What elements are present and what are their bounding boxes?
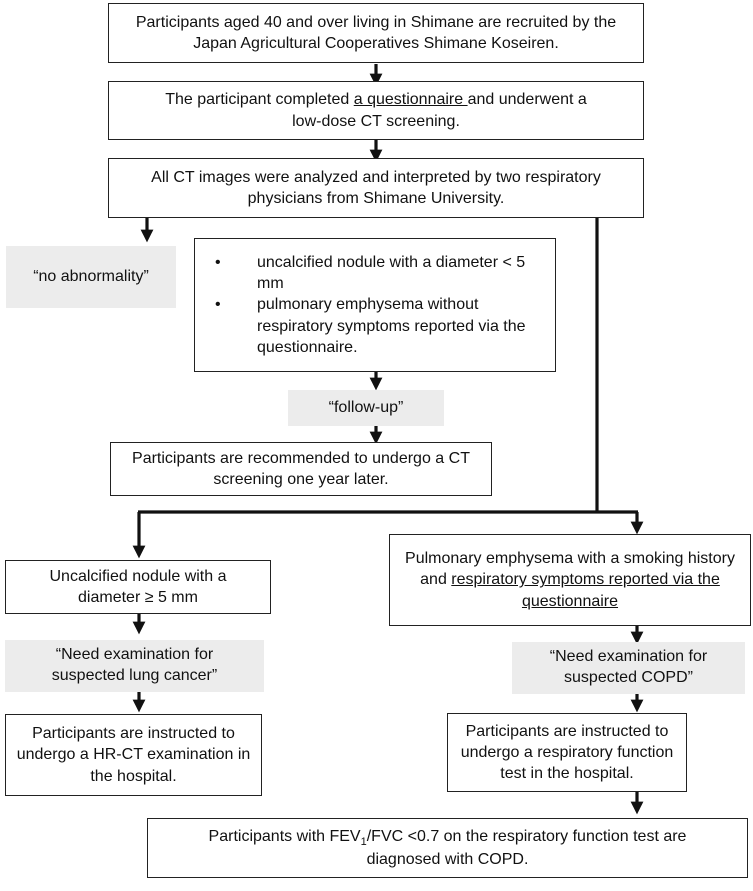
nodule-text: Uncalcified nodule with a diameter ≥ 5 m… <box>49 567 227 606</box>
questionnaire-link: a questionnaire <box>353 91 468 109</box>
copd-diagnosis-box: Participants with FEV1/FVC <0.7 on the r… <box>147 818 748 878</box>
resp-test-box: Participants are instructed to undergo a… <box>447 713 687 792</box>
finding-small-nodule: uncalcified nodule with a diameter < 5 m… <box>215 252 545 294</box>
lung-cancer-label: “Need examination for suspected lung can… <box>5 640 264 692</box>
resp-test-text: Participants are instructed to undergo a… <box>460 722 674 783</box>
recruit-text: Participants aged 40 and over living in … <box>135 13 617 52</box>
finding-emphysema-no-symptoms: pulmonary emphysema without respiratory … <box>215 294 545 357</box>
hrct-box: Participants are instructed to undergo a… <box>5 714 262 796</box>
no-abnormality-text: “no abnormality” <box>33 267 149 285</box>
minor-findings-list: uncalcified nodule with a diameter < 5 m… <box>205 252 545 358</box>
questionnaire-box: The participant completed a questionnair… <box>108 81 644 140</box>
follow-up-text: “follow-up” <box>328 398 404 416</box>
copd-diagnosis-text: Participants with FEV1/FVC <0.7 on the r… <box>208 827 687 869</box>
followup-action-box: Participants are recommended to undergo … <box>110 442 492 496</box>
lung-cancer-text: “Need examination for suspected lung can… <box>51 646 218 684</box>
hrct-text: Participants are instructed to undergo a… <box>16 725 251 785</box>
emphysema-text: Pulmonary emphysema with a smoking histo… <box>405 550 735 610</box>
minor-findings-box: uncalcified nodule with a diameter < 5 m… <box>194 238 556 372</box>
emphysema-box: Pulmonary emphysema with a smoking histo… <box>389 534 751 626</box>
suspected-copd-label: “Need examination for suspected COPD” <box>512 642 745 694</box>
analysis-box: All CT images were analyzed and interpre… <box>108 158 644 218</box>
follow-up-label: “follow-up” <box>288 390 444 426</box>
questionnaire-text: The participant completed a questionnair… <box>165 91 587 130</box>
suspected-copd-text: “Need examination for suspected COPD” <box>549 648 708 686</box>
no-abnormality-label: “no abnormality” <box>6 246 176 308</box>
analysis-text: All CT images were analyzed and interpre… <box>151 168 601 207</box>
followup-action-text: Participants are recommended to undergo … <box>132 449 470 488</box>
recruit-box: Participants aged 40 and over living in … <box>108 3 644 63</box>
nodule-box: Uncalcified nodule with a diameter ≥ 5 m… <box>5 560 271 614</box>
emphysema-symptoms-link: respiratory symptoms reported via the qu… <box>451 571 720 610</box>
